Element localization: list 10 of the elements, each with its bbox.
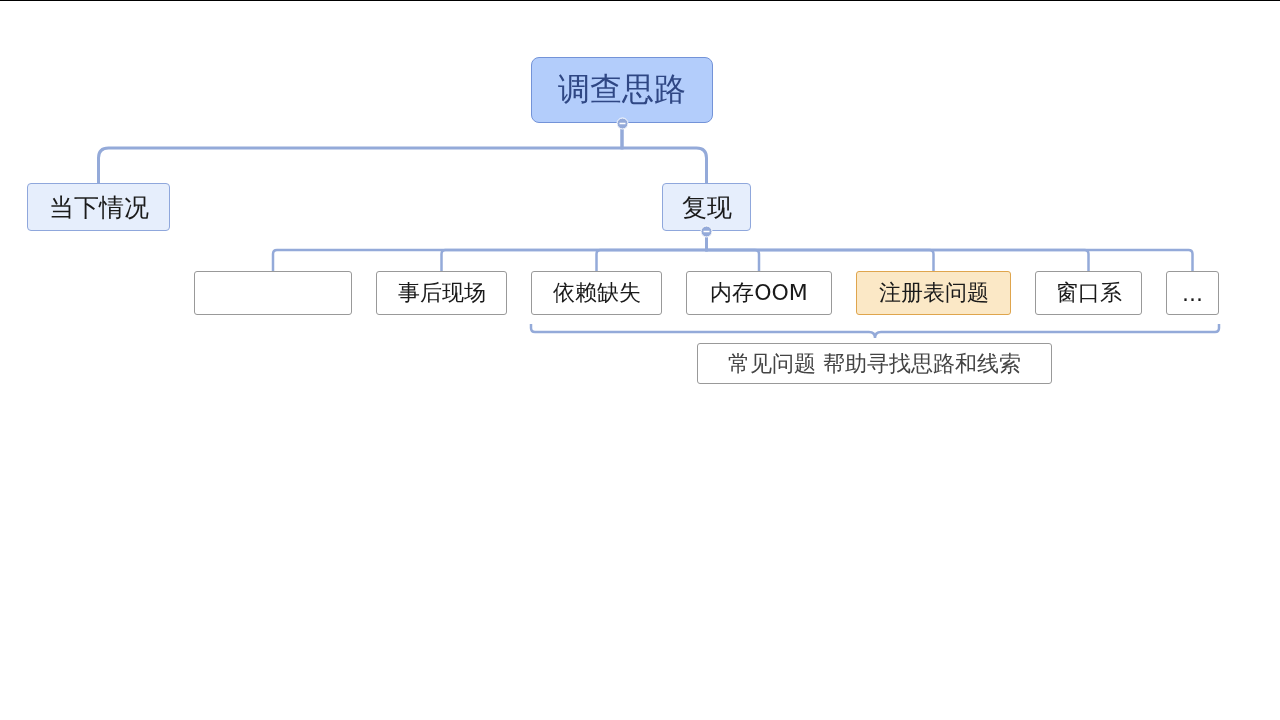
subtopic-box: 窗口系 [1035,271,1142,315]
subtopic-box: ... [1166,271,1219,315]
subtopic-box: 内存OOM [686,271,832,315]
subtopic-box: 依赖缺失 [531,271,662,315]
subtopic-box: 事后现场 [376,271,507,315]
connector-line [620,129,708,183]
summary-box: 常见问题 帮助寻找思路和线索 [697,343,1052,384]
topic-box: 当下情况 [27,183,170,231]
subtopic-box [194,271,352,315]
subtopic-box: 注册表问题 [856,271,1011,315]
